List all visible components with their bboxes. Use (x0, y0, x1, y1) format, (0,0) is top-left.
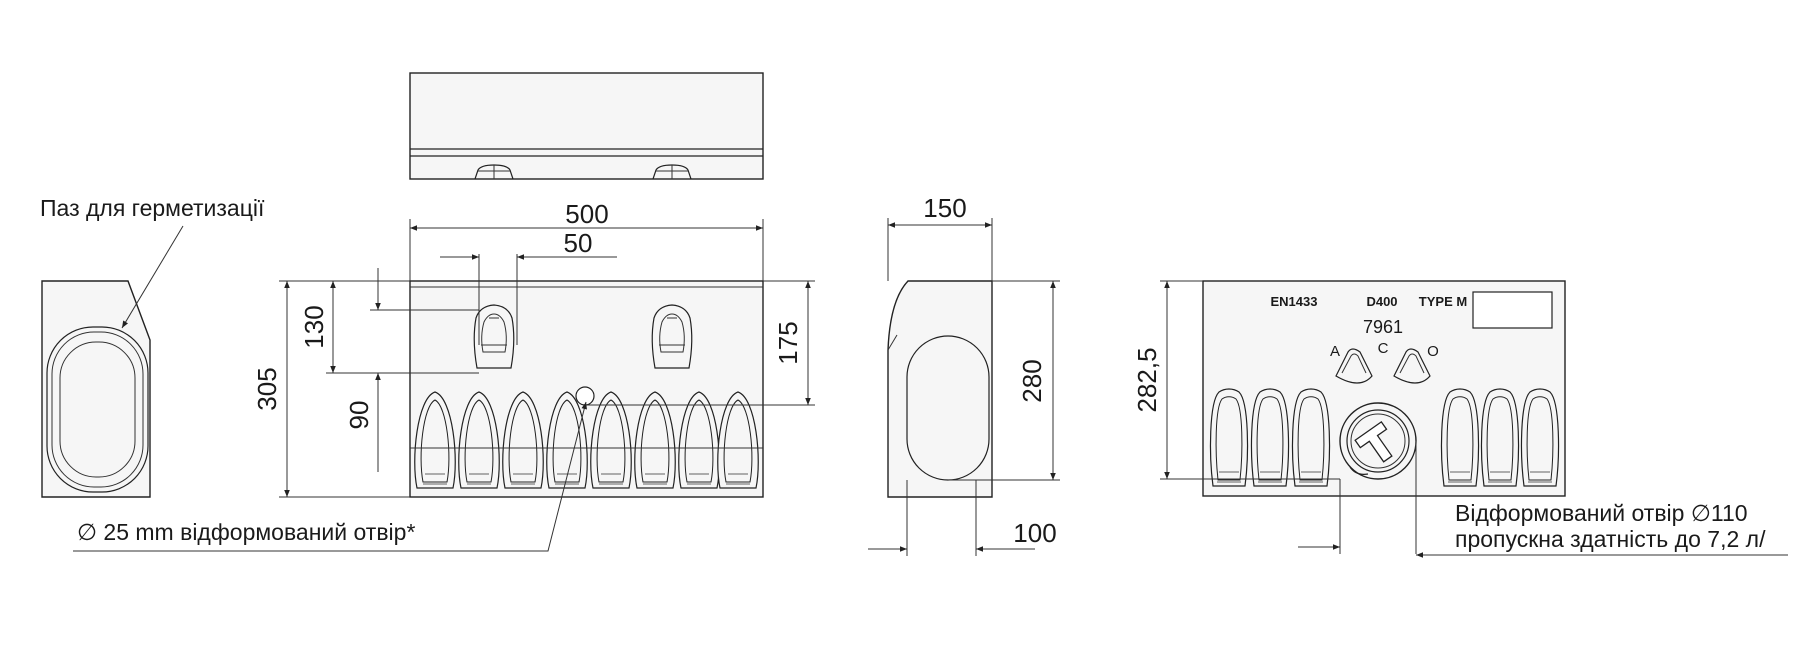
dim-150: 150 (923, 193, 966, 223)
dim-100: 100 (1013, 518, 1056, 548)
note-hole-110-line2: пропускна здатність до 7,2 л/ (1455, 526, 1766, 552)
dim-175: 175 (773, 321, 803, 364)
dimension-lines (279, 218, 1788, 558)
note-hole-110-line1: Відформований отвір ∅110 (1455, 500, 1748, 526)
dim-130: 130 (299, 305, 329, 348)
stamp-letter-c: C (1378, 340, 1389, 357)
stamp-type: TYPE M (1419, 294, 1467, 309)
stamp-letter-a: A (1330, 343, 1340, 360)
dim-50: 50 (564, 228, 593, 258)
stamp-number: 7961 (1363, 317, 1403, 337)
front-view-notch-right (651, 304, 693, 369)
note-hole-25mm: ∅ 25 mm відформований отвір* (77, 519, 415, 545)
top-view (409, 72, 764, 180)
leader-lines (73, 225, 587, 552)
face-view-keyholes (1335, 348, 1431, 384)
front-view (409, 280, 764, 498)
top-view-notch-right (652, 164, 692, 180)
dim-280: 280 (1017, 359, 1047, 402)
hole-25mm (575, 386, 595, 406)
dim-305: 305 (252, 367, 282, 410)
front-view-notch-left (473, 304, 515, 369)
top-view-notch-left (474, 164, 514, 180)
stamp-class: D400 (1366, 294, 1397, 309)
stamp-blank-plate (1472, 291, 1553, 329)
end-view-left (41, 280, 151, 498)
side-view (887, 280, 993, 498)
note-seal-groove: Паз для герметизації (40, 195, 265, 221)
dim-90: 90 (344, 401, 374, 430)
outlet-110-icon (1339, 402, 1417, 480)
dim-282-5: 282,5 (1132, 347, 1162, 412)
face-view: EN1433 D400 TYPE M 7961 A C O (1202, 280, 1566, 497)
stamp-standard: EN1433 (1271, 294, 1318, 309)
dim-500: 500 (565, 199, 608, 229)
stamp-letter-o: O (1427, 343, 1439, 360)
